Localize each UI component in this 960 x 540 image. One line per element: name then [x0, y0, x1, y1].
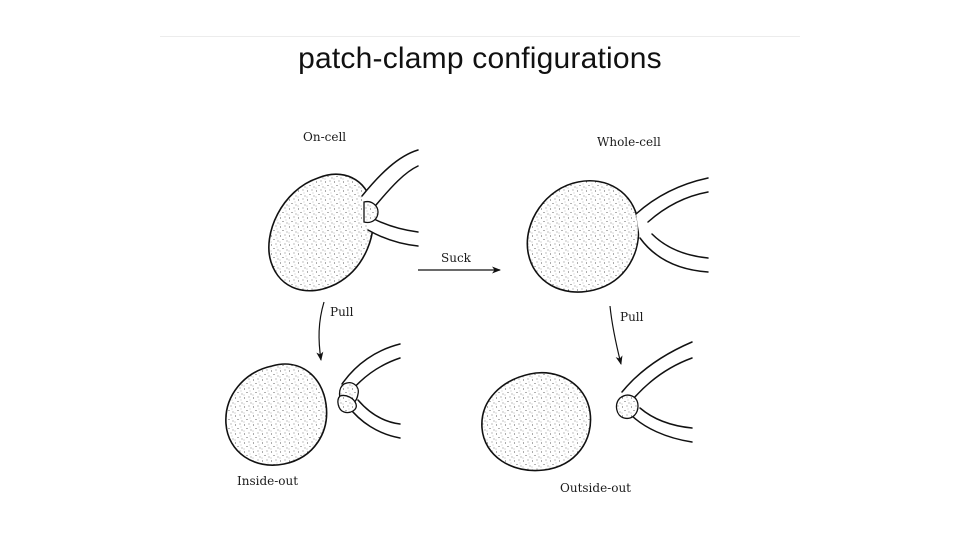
outside-out-cell [481, 372, 592, 472]
on-cell-pipette [361, 149, 419, 247]
whole-cell-label: Whole-cell [597, 135, 661, 149]
slide-title: patch-clamp configurations [298, 42, 662, 75]
title-divider [160, 36, 800, 37]
panel-on-cell: On-cell [268, 130, 419, 292]
inside-out-cell [225, 363, 328, 466]
pull-arrow-left: Pull [316, 301, 354, 361]
panel-whole-cell: Whole-cell [526, 135, 709, 293]
outside-out-label: Outside-out [560, 481, 631, 495]
on-cell-patch [363, 200, 379, 224]
outside-out-pipette [621, 341, 693, 443]
suck-arrow: Suck [418, 251, 501, 274]
panel-outside-out: Outside-out [481, 341, 693, 495]
pull-arrow-right: Pull [609, 305, 644, 365]
whole-cell-pipette [635, 177, 709, 273]
inside-out-vesicle [337, 394, 357, 414]
inside-out-label: Inside-out [237, 474, 298, 488]
pull-left-label: Pull [330, 305, 354, 319]
pull-right-label: Pull [620, 310, 644, 324]
panel-inside-out: Inside-out [225, 343, 401, 488]
on-cell-cell [268, 173, 375, 292]
outside-out-patch [615, 394, 639, 420]
on-cell-label: On-cell [303, 130, 346, 144]
whole-cell-cell [526, 180, 640, 293]
suck-label: Suck [441, 251, 472, 265]
